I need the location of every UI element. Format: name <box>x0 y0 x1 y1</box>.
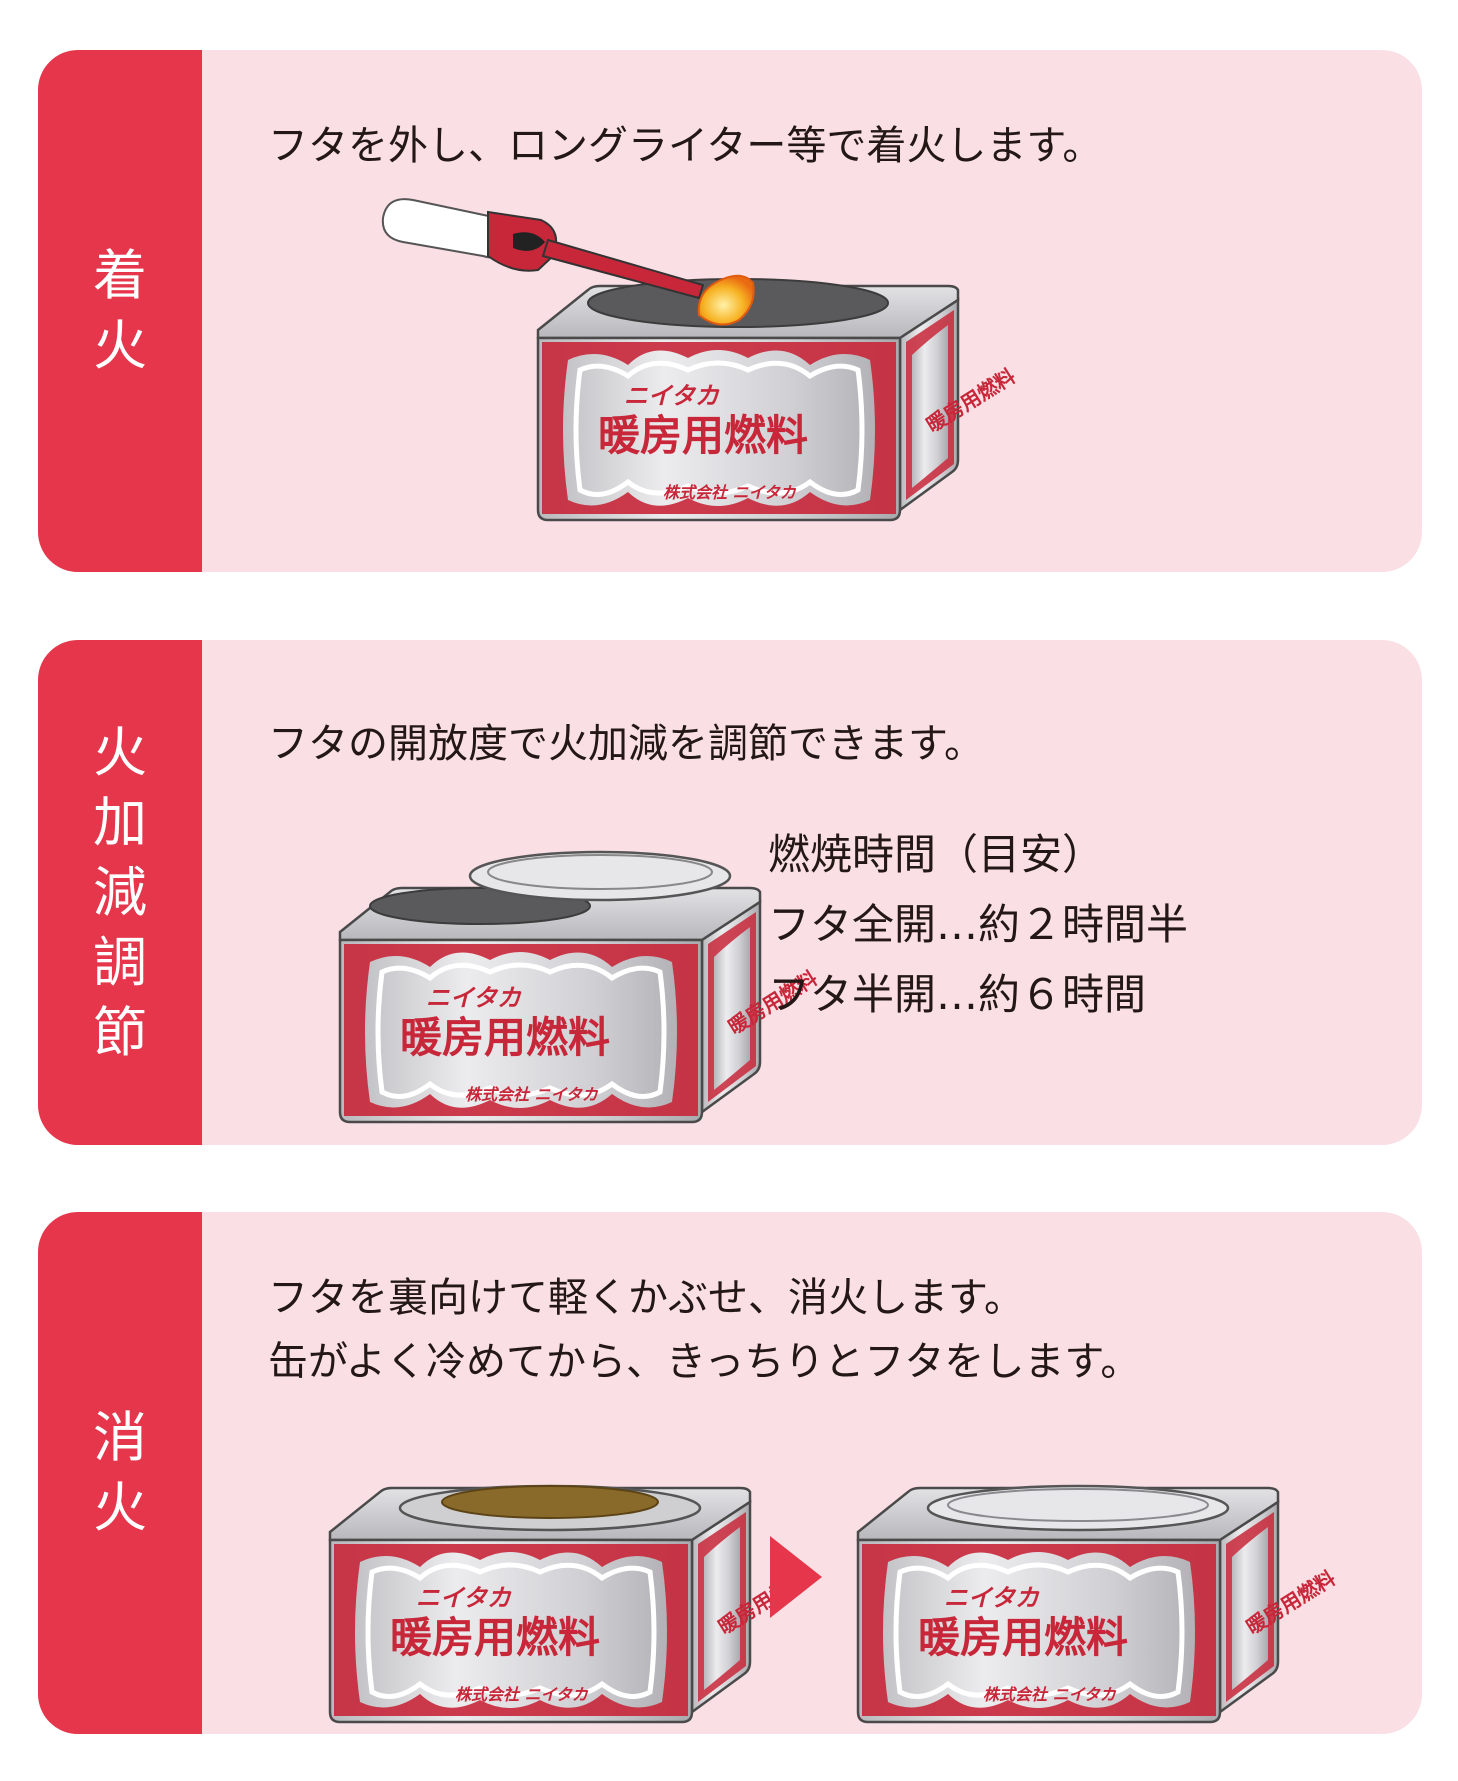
instruction-text: フタを裏向けて軽くかぶせ、消火します。 <box>268 1275 1024 1321</box>
step-tab: 火加減調節 <box>38 640 202 1145</box>
fuel-can-lid-upside-down <box>320 1484 760 1734</box>
flame-icon <box>697 274 755 326</box>
fuel-can-illustration <box>330 850 770 1142</box>
arrow-right-icon <box>770 1536 822 1618</box>
long-lighter-icon <box>381 198 705 300</box>
step-tab: 着火 <box>38 50 202 572</box>
instruction-text: 缶がよく冷めてから、きっちりとフタをします。 <box>268 1339 1141 1385</box>
step-card-extinguish: 消火 フタを裏向けて軽くかぶせ、消火します。 缶がよく冷めてから、きっちりとフタ… <box>38 1212 1422 1734</box>
step-tab: 消火 <box>38 1212 202 1734</box>
burn-time-heading: 燃焼時間（目安） <box>768 830 1105 879</box>
step-card-ignition: 着火 フタを外し、ロングライター等で着火します。 <box>38 50 1422 572</box>
burn-time-half-open: フタ半開…約６時間 <box>768 970 1147 1019</box>
step-title: 消火 <box>93 1406 147 1539</box>
step-title: 火加減調節 <box>93 720 147 1064</box>
step-card-adjust-flame: 火加減調節 フタの開放度で火加減を調節できます。 燃焼時間（目安） フタ全開…約… <box>38 640 1422 1145</box>
instruction-text: フタの開放度で火加減を調節できます。 <box>268 721 984 767</box>
fuel-can-lid-closed <box>848 1484 1288 1734</box>
instruction-text: フタを外し、ロングライター等で着火します。 <box>268 123 1103 169</box>
burn-time-full-open: フタ全開…約２時間半 <box>768 900 1189 949</box>
step-title: 着火 <box>93 244 147 377</box>
